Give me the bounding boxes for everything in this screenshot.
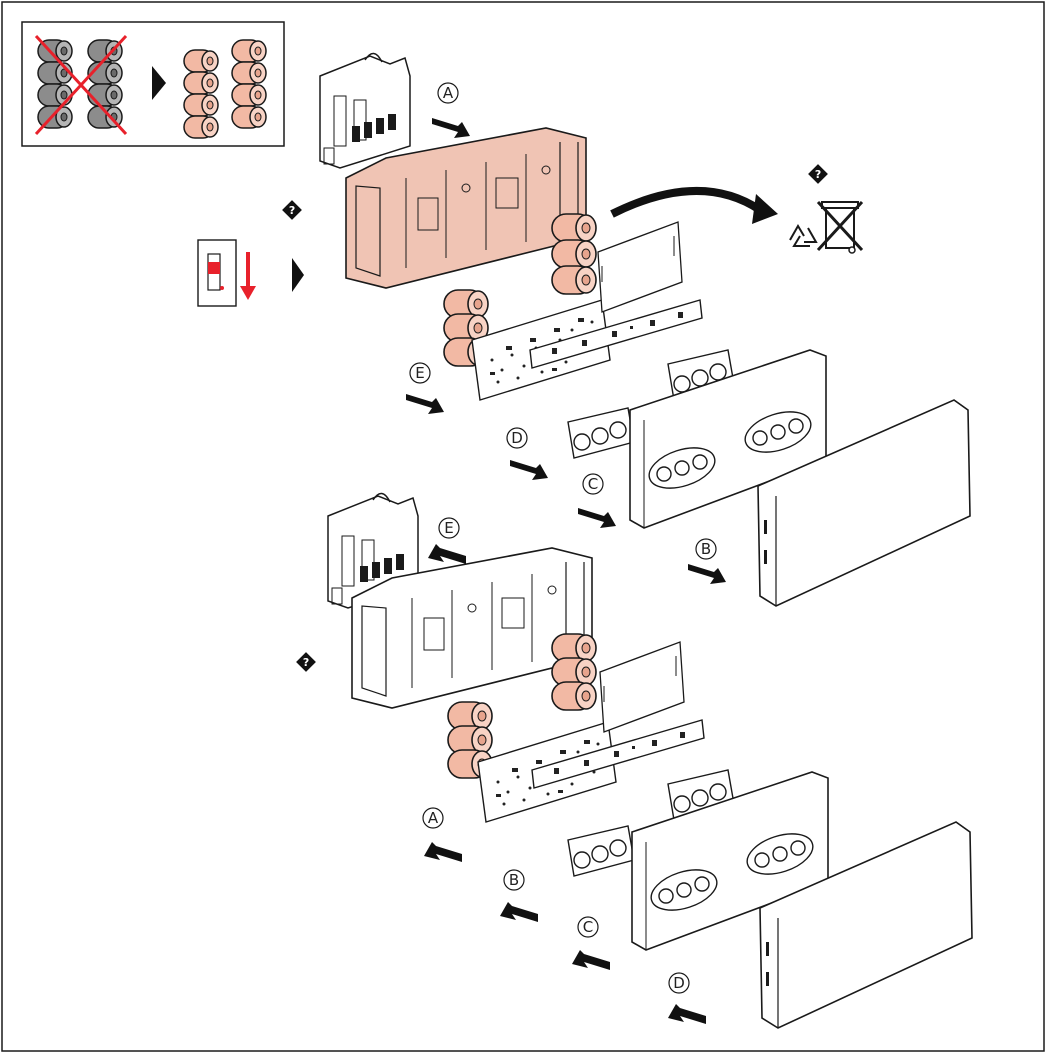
callout-top-D: D — [506, 427, 528, 449]
pull-arrow — [428, 544, 466, 564]
circuit-breaker-off-icon — [197, 239, 256, 307]
pull-arrow — [424, 842, 462, 862]
callout-top-C: C — [582, 473, 604, 495]
svg-text:C: C — [583, 918, 593, 936]
recycle-icon — [789, 224, 818, 247]
keypad-top-left — [567, 407, 635, 459]
pull-arrow — [572, 950, 610, 970]
batteries-bottom-right — [551, 633, 597, 711]
warning-icon — [296, 652, 316, 672]
crossed-bin-icon — [816, 200, 864, 254]
callout-top-A: A — [437, 82, 459, 104]
svg-text:B: B — [509, 871, 519, 889]
step-arrow-icon — [292, 258, 304, 292]
pull-arrow — [668, 1004, 706, 1024]
batteries-top-right — [551, 213, 597, 295]
push-arrow — [578, 508, 616, 528]
dispose-arrow — [610, 186, 763, 218]
push-arrow — [688, 564, 726, 584]
warning-icon — [808, 164, 828, 184]
callout-bottom-A: A — [422, 807, 444, 829]
battery-replace-inset — [21, 21, 285, 147]
svg-text:A: A — [443, 84, 454, 102]
push-arrow — [510, 460, 548, 480]
callout-top-E: E — [409, 362, 431, 384]
svg-text:D: D — [673, 974, 685, 992]
callout-bottom-B: B — [503, 869, 525, 891]
callout-bottom-E: E — [438, 517, 460, 539]
pull-arrow — [500, 902, 538, 922]
thin-plate-bottom — [599, 641, 685, 733]
keypad-bottom-left — [567, 825, 635, 877]
wall-mount-top — [319, 52, 411, 169]
old-batteries-icon — [34, 34, 128, 136]
callout-top-B: B — [695, 538, 717, 560]
svg-text:D: D — [511, 429, 523, 447]
svg-text:E: E — [444, 519, 453, 537]
callout-bottom-D: D — [668, 972, 690, 994]
svg-text:E: E — [415, 364, 424, 382]
callout-bottom-C: C — [577, 916, 599, 938]
svg-text:C: C — [588, 475, 598, 493]
svg-text:B: B — [701, 540, 711, 558]
warning-icon — [282, 200, 302, 220]
thin-plate-top — [597, 221, 683, 313]
replace-arrow-icon — [152, 66, 166, 100]
push-arrow — [432, 118, 470, 138]
push-arrow — [406, 394, 444, 414]
svg-text:A: A — [428, 809, 439, 827]
